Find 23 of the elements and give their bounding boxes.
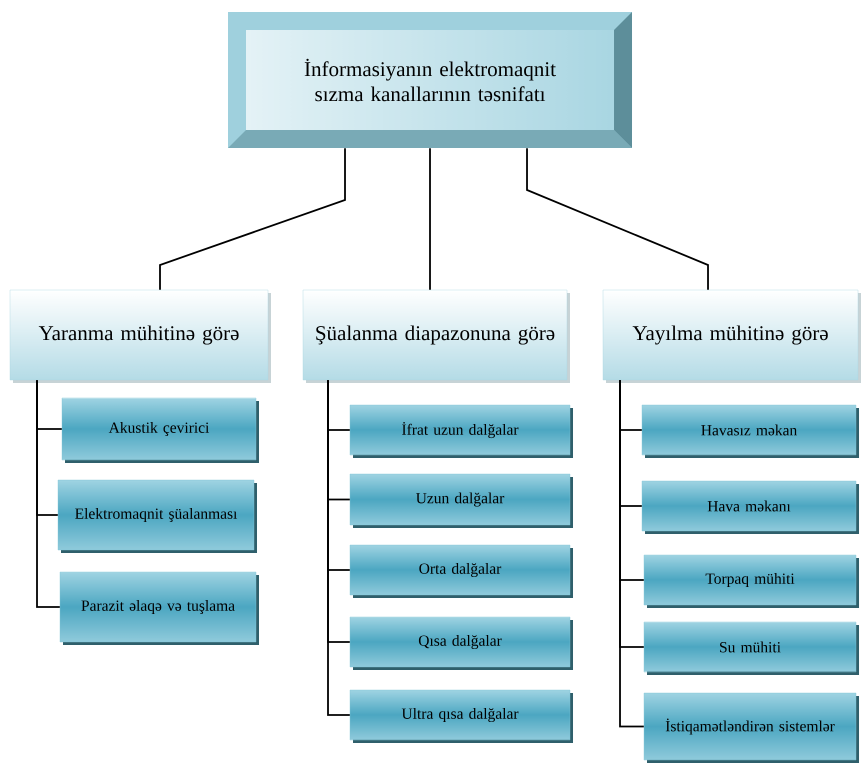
item-box: Havasız məkan: [642, 404, 860, 458]
connector-line: [526, 148, 709, 290]
item-box: İfrat uzun dalğalar: [350, 404, 573, 458]
item-box: Orta dalğalar: [350, 544, 573, 598]
title-box: İnformasiyanın elektromaqnit sızma kanallarının təsnifatı: [228, 12, 632, 148]
category-box: Yaranma mühitinə görə: [10, 290, 271, 383]
connector-line: [327, 380, 350, 716]
connector-line: [429, 148, 431, 290]
connector-line: [619, 380, 644, 728]
item-box: Elektromaqnit şüalanması: [58, 480, 257, 553]
item-box: Parazit əlaqə və tuşlama: [60, 572, 259, 645]
connector-line: [159, 148, 346, 290]
item-box: Ultra qısa dalğalar: [350, 690, 573, 743]
item-box: Qısa dalğalar: [350, 616, 573, 670]
item-box: Su mühiti: [644, 622, 860, 675]
item-box: Hava məkanı: [642, 480, 860, 534]
item-box: Torpaq mühiti: [644, 554, 860, 608]
category-box: Şüalanma diapazonuna görə: [302, 290, 570, 383]
connector-line: [36, 380, 60, 608]
item-box: Uzun dalğalar: [350, 474, 573, 528]
item-box: İstiqamətləndirən sistemlər: [644, 692, 860, 763]
item-box: Akustik çevirici: [62, 398, 259, 463]
category-box: Yayılma mühitinə görə: [602, 290, 861, 383]
